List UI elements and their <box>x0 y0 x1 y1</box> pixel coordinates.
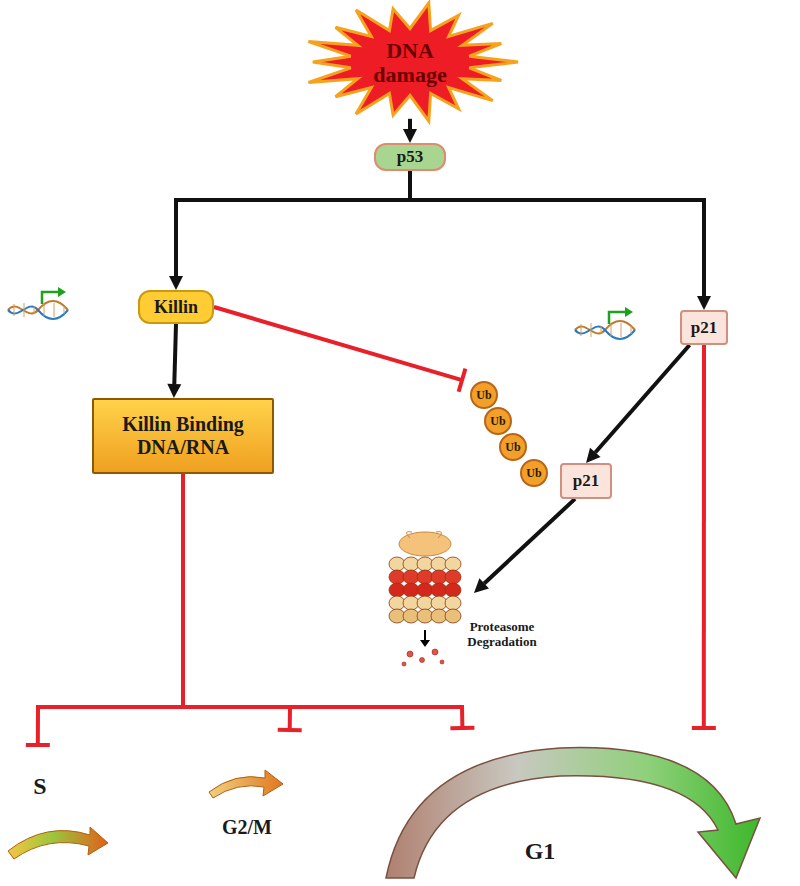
dna-icon <box>575 307 635 339</box>
inhibition-connector <box>692 345 716 728</box>
activation-connector <box>410 171 711 310</box>
protein-box: p21 <box>560 463 612 499</box>
node-text: p21 <box>573 471 599 491</box>
proteasome-icon <box>380 530 470 670</box>
activation-connector <box>474 499 575 593</box>
node-text: G1 <box>500 838 580 865</box>
node-text: Killin Binding DNA/RNA <box>102 413 264 459</box>
protein-box: p21 <box>680 310 728 345</box>
protein-pill: p53 <box>374 143 446 171</box>
inhibition-connector <box>214 307 465 392</box>
node-text: Killin <box>154 297 198 318</box>
cycle-arrow <box>6 815 112 865</box>
gene-product-box: Killin <box>138 290 214 324</box>
process-box: Killin Binding DNA/RNA <box>92 398 274 474</box>
activation-connector <box>169 171 410 290</box>
dna-icon <box>8 287 68 319</box>
cell-cycle-phase: G2/M <box>205 730 315 850</box>
ubiquitin-label: Ub <box>485 413 511 429</box>
cycle-arrow <box>207 766 287 800</box>
node-shape <box>380 728 792 883</box>
node-text: p21 <box>691 318 717 338</box>
activation-connector <box>167 324 181 398</box>
ubiquitinated-protein: UbUbUbUbp21 <box>462 375 612 505</box>
node-text: G2/M <box>205 816 289 839</box>
inhibition-connector <box>26 474 183 745</box>
activation-connector <box>403 119 417 143</box>
node-text: DNA damage <box>367 39 453 85</box>
ubiquitin-label: Ub <box>471 387 497 403</box>
cell-cycle-phase: S <box>6 745 112 865</box>
activation-connector <box>586 345 690 463</box>
inhibition-connector <box>183 474 474 728</box>
node-text: p53 <box>397 147 423 167</box>
proteasome: Proteasome Degradation <box>380 530 542 670</box>
ubiquitin-label: Ub <box>500 439 526 455</box>
node-text: Proteasome Degradation <box>462 620 542 650</box>
damage-burst: DNA damage <box>300 0 520 125</box>
ubiquitin-label: Ub <box>521 465 547 481</box>
node-text: S <box>20 773 60 800</box>
inhibition-connector <box>183 474 302 730</box>
cell-cycle-phase: G1 <box>380 728 792 883</box>
